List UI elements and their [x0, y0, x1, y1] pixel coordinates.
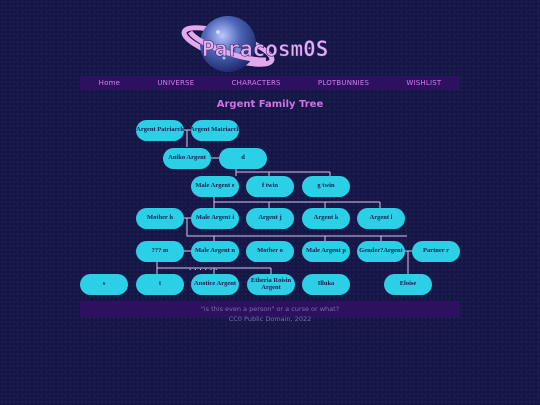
footer-copyright: CC0 Public Domain, 2022	[228, 315, 312, 323]
node-illuka[interactable]: Illuka	[302, 274, 350, 295]
node-anotice-argent[interactable]: Anotice Argent	[191, 274, 239, 295]
node-argent-j[interactable]: Argent j	[246, 208, 294, 229]
node-male-argent-p[interactable]: Male Argent p	[302, 241, 350, 262]
page-title: Argent Family Tree	[216, 99, 324, 110]
logo-text: Paracosm0S	[202, 37, 328, 61]
node-argent-l[interactable]: Argent l	[357, 208, 405, 229]
nav-wishlist[interactable]: WISHLIST	[406, 79, 442, 87]
footer-quote: "is this even a person" or a curse or wh…	[200, 305, 340, 313]
connector-gen3	[213, 196, 381, 208]
node-male-argent-n[interactable]: Male Argent n	[191, 241, 239, 262]
tree-ellipsis: ......	[188, 264, 220, 272]
node-etheria-roisin-argent[interactable]: Etheria Roisin Argent	[247, 274, 295, 295]
node-argent-k[interactable]: Argent k	[302, 208, 350, 229]
main-nav: Home UNIVERSE CHARACTERS PLOTBUNNIES WIS…	[80, 76, 460, 90]
node-argent-patriarch[interactable]: Argent Patriarch	[136, 120, 184, 141]
node-d[interactable]: d	[219, 148, 267, 169]
planet-icon	[181, 16, 275, 72]
nav-plotbunnies[interactable]: PLOTBUNNIES	[317, 79, 370, 87]
node-t[interactable]: t	[136, 274, 184, 295]
node-f-twin[interactable]: f twin	[246, 176, 294, 197]
node-mother-h[interactable]: Mother h	[136, 208, 184, 229]
node-s[interactable]: s	[80, 274, 128, 295]
nav-characters[interactable]: CHARACTERS	[231, 79, 281, 87]
node-m[interactable]: ??? m	[136, 241, 184, 262]
node-eloise[interactable]: Eloise	[384, 274, 432, 295]
connector-gen1	[184, 129, 191, 147]
node-mother-o[interactable]: Mother o	[246, 241, 294, 262]
nav-home[interactable]: Home	[98, 79, 121, 87]
site-logo[interactable]: Paracosm0S	[180, 10, 370, 78]
node-male-argent-i[interactable]: Male Argent i	[191, 208, 239, 229]
nav-universe[interactable]: UNIVERSE	[157, 79, 195, 87]
node-partner-r[interactable]: Partner r	[412, 241, 460, 262]
node-g-twin[interactable]: g twin	[302, 176, 350, 197]
footer-bar	[80, 301, 460, 317]
node-argent-matriarch[interactable]: Argent Matriarch	[191, 120, 239, 141]
node-aniko-argent[interactable]: Aniko Argent	[163, 148, 211, 169]
node-gender-argent[interactable]: Gender?Argent	[357, 241, 405, 262]
node-male-argent-e[interactable]: Male Argent e	[191, 176, 239, 197]
